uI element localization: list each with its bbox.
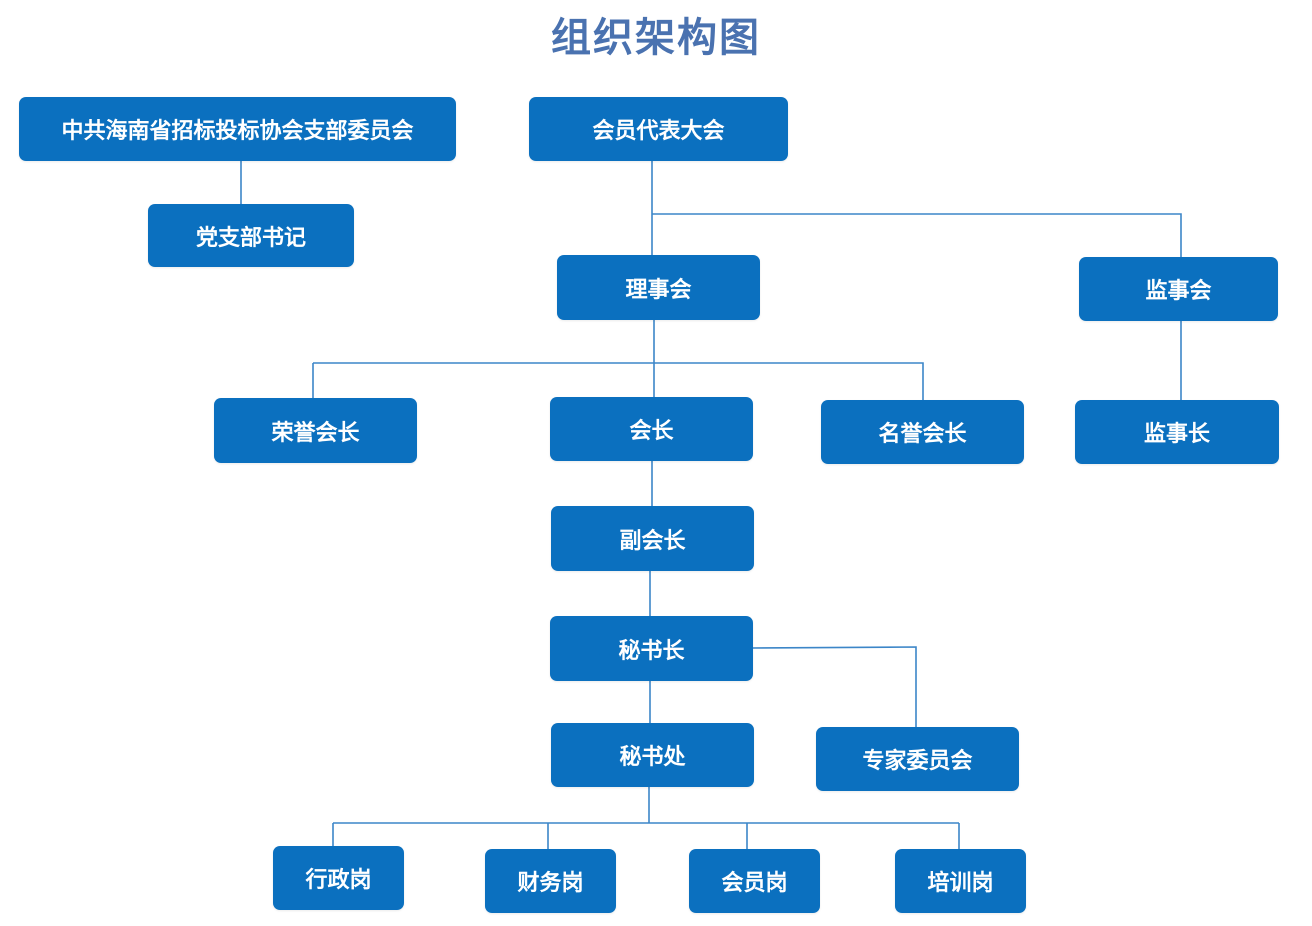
- node-vice-president: 副会长: [551, 506, 754, 571]
- link-congress-supervisory: [652, 213, 1182, 258]
- page-title: 组织架构图: [551, 15, 761, 61]
- node-honorary-chairman: 名誉会长: [821, 400, 1024, 464]
- node-admin-post: 行政岗: [273, 846, 404, 910]
- node-finance-post: 财务岗: [485, 849, 616, 913]
- node-president: 会长: [550, 397, 753, 461]
- node-council: 理事会: [557, 255, 760, 320]
- link-secretary-general-expert: [751, 646, 917, 728]
- node-chief-supervisor: 监事长: [1075, 400, 1279, 464]
- node-supervisory-board: 监事会: [1079, 257, 1278, 321]
- node-party-committee: 中共海南省招标投标协会支部委员会: [19, 97, 456, 161]
- node-membership-post: 会员岗: [689, 849, 820, 913]
- node-secretary-general: 秘书长: [550, 616, 753, 681]
- node-party-secretary: 党支部书记: [148, 204, 354, 267]
- node-expert-committee: 专家委员会: [816, 727, 1019, 791]
- node-honorary-president: 荣誉会长: [214, 398, 417, 463]
- node-training-post: 培训岗: [895, 849, 1026, 913]
- node-secretariat: 秘书处: [551, 723, 754, 787]
- link-council-honorary: [313, 362, 924, 401]
- node-members-congress: 会员代表大会: [529, 97, 788, 161]
